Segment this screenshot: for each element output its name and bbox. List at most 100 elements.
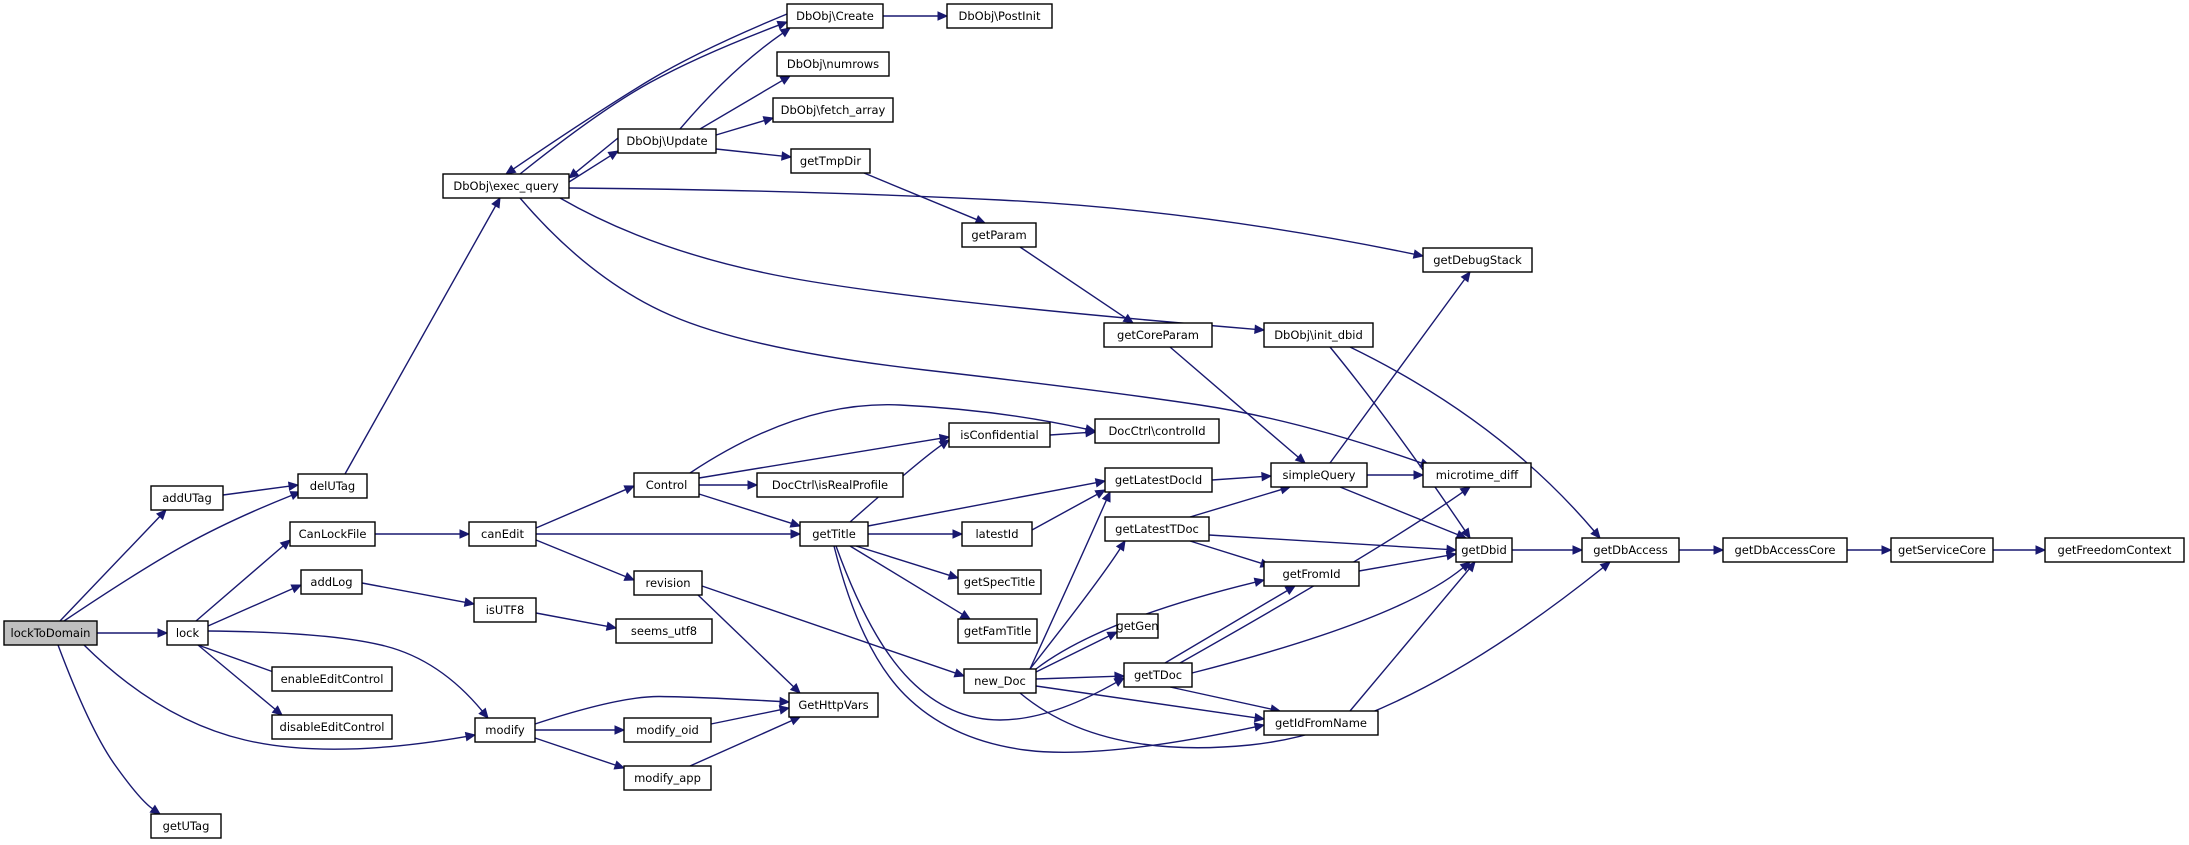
node-getDbAccessCore[interactable]: getDbAccessCore [1722,537,1848,563]
node-seems_utf8[interactable]: seems_utf8 [615,618,713,644]
node-addUTag[interactable]: addUTag [150,485,224,511]
node-box [946,3,1053,29]
node-getParam[interactable]: getParam [961,222,1037,248]
edge-init_dbid-to-getDbAccess [1349,346,1601,539]
arrowhead-icon [279,539,291,550]
node-revision[interactable]: revision [633,570,703,596]
node-numrows[interactable]: DbObj\numrows [776,51,890,77]
node-GetHttpVars[interactable]: GetHttpVars [788,692,879,718]
node-simpleQuery[interactable]: simpleQuery [1270,462,1368,488]
node-init_dbid[interactable]: DbObj\init_dbid [1263,322,1374,348]
node-box [1116,613,1159,639]
node-box [961,222,1037,248]
node-latestId[interactable]: latestId [961,521,1033,547]
edge-line [867,481,1097,527]
edge-getIdFromName-to-getDbid [1349,561,1476,712]
edge-line [559,197,1256,330]
node-getIdFromName[interactable]: getIdFromName [1263,710,1379,736]
node-isConfidential[interactable]: isConfidential [948,422,1051,448]
edge-line [699,79,783,130]
node-getGen[interactable]: getGen [1116,613,1159,639]
node-box [1422,247,1533,273]
node-exec_query[interactable]: DbObj\exec_query [442,173,570,199]
node-getDbid[interactable]: getDbid [1455,537,1513,563]
arrowhead-icon [1106,631,1119,641]
node-getLatestDocId[interactable]: getLatestDocId [1104,467,1213,493]
node-getLatestTDoc[interactable]: getLatestTDoc [1104,516,1210,542]
node-box [633,472,700,498]
arrowhead-icon [779,75,792,85]
edge-line [535,612,608,628]
arrowhead-icon [157,628,169,638]
node-label: canEdit [481,527,524,541]
node-label: addLog [310,575,352,589]
node-getFromId[interactable]: getFromId [1263,561,1360,587]
arrowhead-icon [781,151,793,161]
node-modify_oid[interactable]: modify_oid [623,717,712,743]
node-isRealProfile[interactable]: DocCtrl\isRealProfile [756,472,904,498]
node-modify[interactable]: modify [474,717,536,743]
node-getUTag[interactable]: getUTag [150,813,222,839]
node-getTmpDir[interactable]: getTmpDir [790,148,871,174]
node-isUTF8[interactable]: isUTF8 [473,597,537,623]
node-update[interactable]: DbObj\Update [617,128,717,154]
node-getDbAccess[interactable]: getDbAccess [1581,537,1680,563]
node-getFreedomContext[interactable]: getFreedomContext [2044,537,2185,563]
edge-line [1208,534,1448,551]
node-delUTag[interactable]: delUTag [297,473,368,499]
node-getServiceCore[interactable]: getServiceCore [1890,537,1994,563]
node-microtime_diff[interactable]: microtime_diff [1422,462,1532,488]
arrowhead-icon [747,480,759,490]
node-postinit[interactable]: DbObj\PostInit [946,3,1053,29]
node-addLog[interactable]: addLog [300,569,363,595]
edge-simpleQuery-to-getDbid [1339,486,1468,539]
edge-update-to-getTmpDir [715,148,793,161]
edge-line [535,539,626,578]
edge-lockToDomain-to-addUTag [59,509,167,622]
edge-line [1349,568,1470,712]
edge-simpleQuery-to-getDebugStack [1329,271,1471,464]
edge-line [1189,488,1282,518]
edge-getTitle-to-getLatestDocId [867,478,1107,527]
node-getFamTitle[interactable]: getFamTitle [957,618,1038,644]
node-box [1104,467,1213,493]
node-label: modify_oid [636,723,699,737]
node-lockToDomain[interactable]: lockToDomain [3,620,98,646]
node-label: getFreedomContext [2058,543,2172,557]
node-create[interactable]: DbObj\Create [786,3,884,29]
node-getSpecTitle[interactable]: getSpecTitle [957,569,1042,595]
edge-line [1211,475,1263,481]
edge-getTitle-to-getSpecTitle [855,545,960,580]
node-modify_app[interactable]: modify_app [623,765,712,791]
node-canEdit[interactable]: canEdit [468,521,537,547]
edge-line [197,644,276,710]
edge-modify-to-modify_oid [535,725,626,735]
arrowhead-icon [1085,427,1097,438]
node-enableEditControl[interactable]: enableEditControl [271,666,393,692]
node-fetch_array[interactable]: DbObj\fetch_array [772,97,894,123]
edge-line [1191,567,1464,674]
node-getTDoc[interactable]: getTDoc [1123,662,1193,688]
edge-update-to-exec_query [568,137,619,179]
edge-modify_oid-to-GetHttpVars [710,705,791,725]
edge-modify-to-modify_app [534,737,626,770]
node-label: disableEditControl [280,720,385,734]
node-label: revision [645,576,690,590]
node-getDebugStack[interactable]: getDebugStack [1422,247,1533,273]
node-new_Doc[interactable]: new_Doc [963,668,1037,694]
edge-line [207,630,483,712]
node-controlId[interactable]: DocCtrl\controlId [1094,418,1220,444]
node-box [615,618,713,644]
edge-lock-to-CanLockFile [195,539,291,622]
node-Control[interactable]: Control [633,472,700,498]
node-CanLockFile[interactable]: CanLockFile [289,521,376,547]
node-label: lockToDomain [11,626,91,640]
edge-line [863,172,977,221]
node-lock[interactable]: lock [166,620,209,646]
node-getTitle[interactable]: getTitle [799,521,869,547]
node-disableEditControl[interactable]: disableEditControl [271,714,393,740]
edge-latestId-to-getLatestDocId [1031,489,1107,531]
node-box [623,765,712,791]
node-getCoreParam[interactable]: getCoreParam [1103,322,1213,348]
edge-line [689,720,793,767]
